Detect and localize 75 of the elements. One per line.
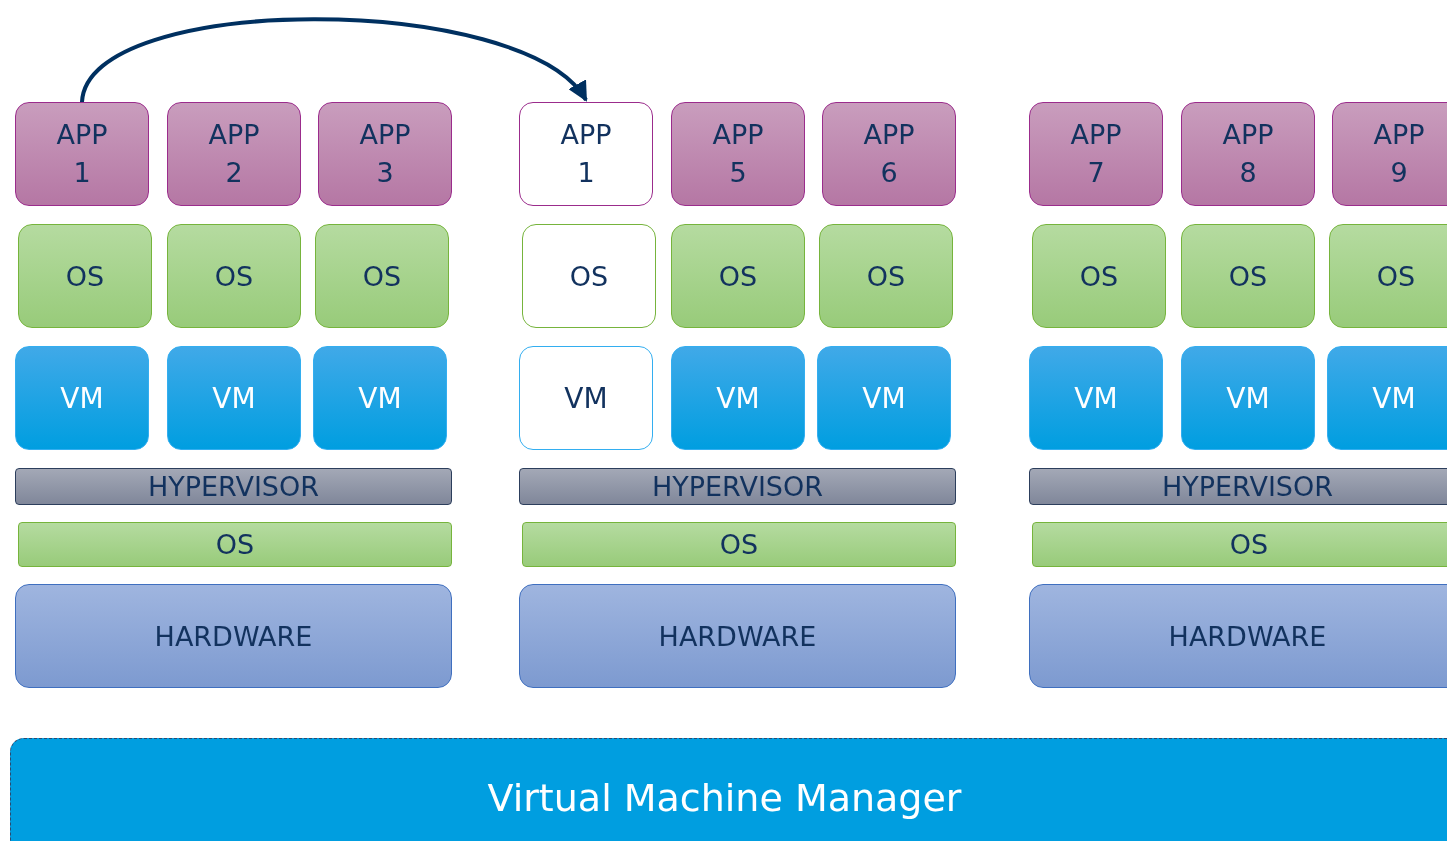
node-label: OS	[65, 260, 105, 292]
hypervisor-bar	[1029, 468, 1447, 505]
app-box	[822, 102, 956, 206]
node-label: OS	[362, 260, 402, 292]
app-box	[318, 102, 452, 206]
os-box	[522, 224, 656, 328]
vm-box	[1029, 346, 1163, 450]
node-label: APP 2	[207, 118, 261, 190]
node-label: OS	[718, 260, 758, 292]
os-box	[819, 224, 953, 328]
hardware-box	[519, 584, 956, 688]
vm-box	[15, 346, 149, 450]
node-label: APP 1	[55, 118, 109, 190]
node-label: HYPERVISOR	[652, 471, 823, 502]
app-box	[519, 102, 653, 206]
node-label: OS	[1079, 260, 1119, 292]
node-label: HARDWARE	[1168, 620, 1327, 652]
node-label: VM	[716, 381, 760, 415]
hypervisor-bar	[519, 468, 956, 505]
os-box	[18, 224, 152, 328]
node-label: VM	[60, 381, 104, 415]
vm-box	[1181, 346, 1315, 450]
hardware-box	[1029, 584, 1447, 688]
node-label: APP 1	[559, 118, 613, 190]
manager-bar	[10, 738, 1447, 841]
node-label: APP 8	[1221, 118, 1275, 190]
app-box	[167, 102, 301, 206]
node-label: OS	[569, 260, 609, 292]
node-label: OS	[215, 529, 255, 560]
arrow	[80, 17, 588, 103]
vm-box	[671, 346, 805, 450]
app-box	[15, 102, 149, 206]
host-os-bar	[18, 522, 452, 567]
node-label: APP 7	[1069, 118, 1123, 190]
node-label: OS	[866, 260, 906, 292]
node-label: APP 6	[862, 118, 916, 190]
node-label: VM	[358, 381, 402, 415]
host-os-bar	[1032, 522, 1447, 567]
os-box	[315, 224, 449, 328]
node-label: HARDWARE	[154, 620, 313, 652]
os-box	[167, 224, 301, 328]
hardware-box	[15, 584, 452, 688]
node-label: VM	[212, 381, 256, 415]
node-label: APP 5	[711, 118, 765, 190]
node-label: Virtual Machine Manager	[486, 776, 963, 820]
os-box	[1329, 224, 1447, 328]
vm-box	[817, 346, 951, 450]
vm-box	[167, 346, 301, 450]
node-label: OS	[1228, 260, 1268, 292]
node-label: VM	[1226, 381, 1270, 415]
os-box	[1181, 224, 1315, 328]
node-label: HYPERVISOR	[148, 471, 319, 502]
node-label: OS	[1376, 260, 1416, 292]
vm-box	[313, 346, 447, 450]
node-label: VM	[564, 381, 608, 415]
node-label: VM	[1074, 381, 1118, 415]
host-os-bar	[522, 522, 956, 567]
node-label: VM	[862, 381, 906, 415]
node-label: OS	[719, 529, 759, 560]
os-box	[671, 224, 805, 328]
vm-box	[519, 346, 653, 450]
node-label: OS	[214, 260, 254, 292]
node-label: APP 3	[358, 118, 412, 190]
node-label: VM	[1372, 381, 1416, 415]
app-box	[1029, 102, 1163, 206]
vm-box	[1327, 346, 1447, 450]
node-label: OS	[1229, 529, 1269, 560]
app-box	[671, 102, 805, 206]
os-box	[1032, 224, 1166, 328]
node-label: HYPERVISOR	[1162, 471, 1333, 502]
node-label: HARDWARE	[658, 620, 817, 652]
app-box	[1332, 102, 1447, 206]
node-label: APP 9	[1372, 118, 1426, 190]
hypervisor-bar	[15, 468, 452, 505]
app-box	[1181, 102, 1315, 206]
